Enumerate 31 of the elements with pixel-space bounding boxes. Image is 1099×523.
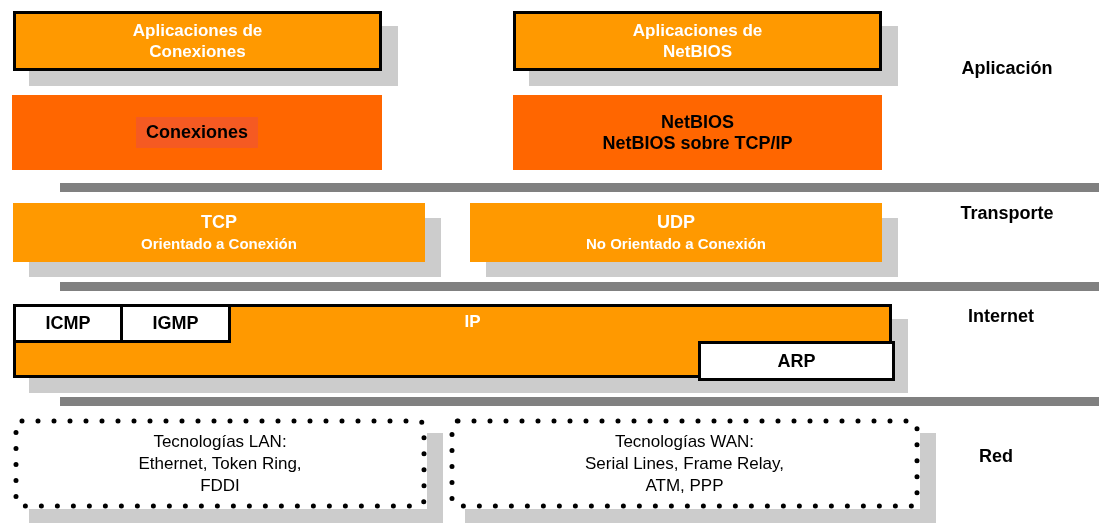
box-description: Serial Lines, Frame Relay, ATM, PPP <box>583 452 785 497</box>
layer-label: Transporte <box>960 203 1054 224</box>
protocol-box <box>120 304 231 343</box>
layer-label: Red <box>979 446 1013 467</box>
transport-box <box>13 203 425 262</box>
box-subtitle: NetBIOS sobre TCP/IP <box>602 132 793 154</box>
service-box <box>12 95 382 170</box>
box-title: Tecnologías LAN: <box>153 430 287 453</box>
layer-label: Internet <box>968 306 1034 327</box>
box-title: ARP <box>777 350 816 372</box>
application-box <box>513 11 882 71</box>
box-description: Ethernet, Token Ring, FDDI <box>137 452 303 497</box>
service-box <box>513 95 882 170</box>
box-title: UDP <box>657 211 695 233</box>
box-title: Conexiones <box>136 117 258 148</box>
box-title: Aplicaciones de Conexiones <box>131 20 264 62</box>
ip-layer-box <box>13 304 892 378</box>
box-title: TCP <box>201 211 237 233</box>
box-title: IP <box>464 311 481 332</box>
box-title: Tecnologías WAN: <box>614 430 755 453</box>
box-subtitle: Orientado a Conexión <box>141 233 297 254</box>
protocol-box <box>698 341 895 381</box>
box-title: IGMP <box>152 313 199 334</box>
protocol-box <box>13 304 123 343</box>
layer-label: Aplicación <box>961 58 1053 79</box>
box-title: ICMP <box>45 313 91 334</box>
application-box <box>13 11 382 71</box>
box-title: NetBIOS <box>661 111 734 133</box>
box-subtitle: No Orientado a Conexión <box>586 233 766 254</box>
box-title: Aplicaciones de NetBIOS <box>631 20 764 62</box>
transport-box <box>470 203 882 262</box>
